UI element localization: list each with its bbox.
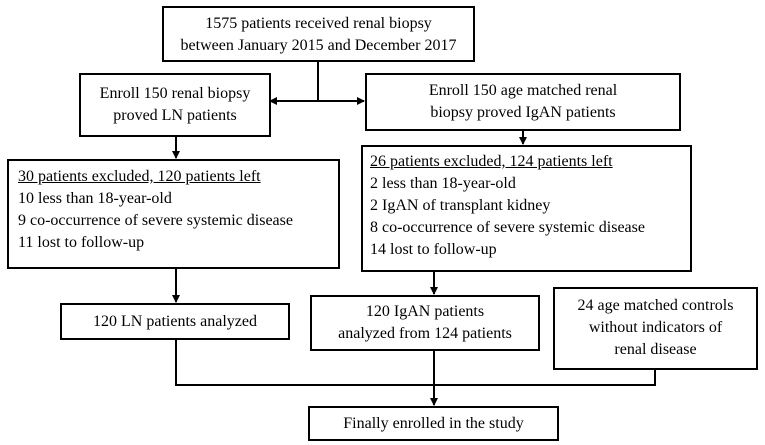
box-line: 120 LN patients analyzed [93,313,257,330]
box-line: without indicators of [588,319,723,336]
ln-excluded-box: 30 patients excluded, 120 patients left … [7,159,340,269]
screened-patients-box: 1575 patients received renal biopsy betw… [162,6,475,62]
igan-enroll-box: Enroll 150 age matched renal biopsy prov… [365,73,681,131]
box-line: 120 IgAN patients [365,303,485,320]
excluded-heading: 26 patients excluded, 124 patients left [370,153,613,170]
exclusion-item: 10 less than 18-year-old [18,190,172,207]
controls-box: 24 age matched controls without indicato… [553,287,758,370]
exclusion-item: 11 lost to follow-up [18,234,145,251]
excluded-heading: 30 patients excluded, 120 patients left [18,168,261,185]
ln-enroll-box: Enroll 150 renal biopsy proved LN patien… [79,73,271,137]
box-line: proved LN patients [113,107,237,124]
final-enrolled-box: Finally enrolled in the study [308,406,559,441]
exclusion-item: 2 IgAN of transplant kidney [370,197,551,214]
ln-analyzed-box: 120 LN patients analyzed [60,303,290,340]
box-line: Enroll 150 renal biopsy [99,85,251,102]
box-line: analyzed from 124 patients [338,325,512,342]
box-line: biopsy proved IgAN patients [430,104,616,121]
exclusion-item: 2 less than 18-year-old [370,175,516,192]
igan-excluded-box: 26 patients excluded, 124 patients left … [361,145,692,272]
box-line: between January 2015 and December 2017 [180,37,457,54]
box-line: renal disease [614,341,697,358]
box-line: Finally enrolled in the study [343,415,524,432]
igan-analyzed-box: 120 IgAN patients analyzed from 124 pati… [310,295,540,351]
box-line: Enroll 150 age matched renal [428,82,618,99]
box-line: 1575 patients received renal biopsy [205,15,432,32]
exclusion-item: 14 lost to follow-up [370,241,497,258]
exclusion-item: 9 co-occurrence of severe systemic disea… [18,212,293,229]
exclusion-item: 8 co-occurrence of severe systemic disea… [370,219,645,236]
box-line: 24 age matched controls [577,297,734,314]
